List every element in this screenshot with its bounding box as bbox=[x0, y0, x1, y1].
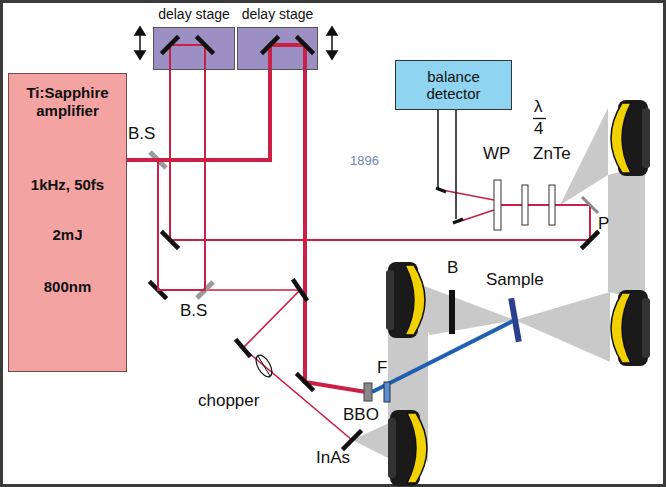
node-text: balance detector bbox=[402, 68, 505, 103]
parabolic-mirror bbox=[388, 410, 427, 486]
mirror bbox=[583, 233, 597, 247]
mirror bbox=[163, 38, 177, 52]
laser-beam bbox=[205, 290, 352, 440]
component-label: P bbox=[598, 215, 609, 234]
motion-arrow bbox=[327, 27, 337, 35]
chopper-symbol bbox=[253, 353, 275, 380]
filter bbox=[384, 382, 390, 402]
mirror bbox=[237, 341, 249, 355]
mirror bbox=[198, 38, 212, 52]
parabolic-mirror bbox=[611, 100, 650, 176]
motion-arrow bbox=[135, 51, 145, 59]
component-label: chopper bbox=[198, 392, 259, 411]
fraction-bar bbox=[533, 118, 546, 119]
motion-arrow bbox=[135, 27, 145, 35]
delay-stage: delay stage bbox=[237, 27, 318, 70]
component-label: Sample bbox=[486, 271, 544, 290]
thz-beam bbox=[515, 292, 610, 362]
detector-wire bbox=[453, 219, 463, 223]
detector-wire bbox=[436, 188, 446, 192]
mirror bbox=[298, 38, 312, 52]
mirror bbox=[263, 38, 277, 52]
component-label: ZnTe bbox=[533, 145, 571, 164]
beam-block bbox=[449, 290, 455, 334]
node-text: Ti:Sapphire amplifier bbox=[13, 84, 122, 120]
pellicle bbox=[582, 197, 598, 213]
detector-wire bbox=[437, 110, 439, 188]
laser-beam bbox=[270, 45, 366, 392]
mirror bbox=[163, 233, 177, 247]
stage-heading: delay stage bbox=[226, 7, 329, 22]
mirror bbox=[294, 281, 306, 299]
motion-arrow bbox=[135, 27, 337, 59]
chopper-symbol bbox=[258, 356, 270, 376]
component-label: B.S bbox=[180, 302, 207, 321]
thz-beam bbox=[608, 165, 645, 300]
laser-source-box: Ti:Sapphire amplifier 1kHz, 50fs 2mJ 800nm bbox=[8, 73, 127, 372]
laser-beam bbox=[170, 45, 590, 440]
laser-beam-connector bbox=[127, 70, 205, 290]
sample-plate bbox=[508, 298, 522, 342]
delay-stage-plate bbox=[153, 27, 235, 70]
parabolic-mirror bbox=[611, 290, 650, 366]
node-text: 2mJ bbox=[13, 226, 122, 244]
wollaston-prism bbox=[494, 180, 501, 230]
bbo-crystal bbox=[364, 383, 372, 401]
component-label: BBO bbox=[343, 406, 379, 425]
component-label: B.S bbox=[128, 125, 155, 144]
component-label: InAs bbox=[316, 449, 350, 468]
component-label: λ bbox=[534, 98, 543, 117]
stage-heading: delay stage bbox=[142, 7, 246, 22]
component-label: F bbox=[377, 359, 387, 378]
mirror bbox=[344, 432, 360, 448]
laser-beam bbox=[442, 190, 494, 200]
parabolic-mirror bbox=[386, 262, 425, 338]
motion-arrow bbox=[331, 34, 333, 52]
mirror bbox=[151, 38, 597, 448]
motion-arrow bbox=[327, 51, 337, 59]
component-label: WP bbox=[483, 145, 510, 164]
mirror bbox=[298, 375, 312, 389]
watermark: 1896 bbox=[350, 154, 379, 168]
node-text: 1kHz, 50fs bbox=[13, 176, 122, 194]
detector-wire bbox=[436, 110, 463, 223]
beam-splitter bbox=[150, 152, 213, 298]
detector-wire bbox=[455, 110, 457, 219]
laser-beam-connector bbox=[127, 70, 270, 160]
laser-beam bbox=[170, 45, 590, 240]
motion-arrow bbox=[139, 34, 141, 52]
component-label: 4 bbox=[534, 120, 543, 139]
node-text: 800nm bbox=[13, 278, 122, 296]
component-label: B bbox=[447, 259, 458, 278]
quarter-wave-plate bbox=[522, 185, 528, 225]
detector-box: balance detector bbox=[395, 60, 512, 110]
znte-crystal bbox=[549, 185, 555, 225]
delay-stage: delay stage bbox=[153, 27, 235, 70]
chopper-symbol bbox=[253, 353, 275, 380]
